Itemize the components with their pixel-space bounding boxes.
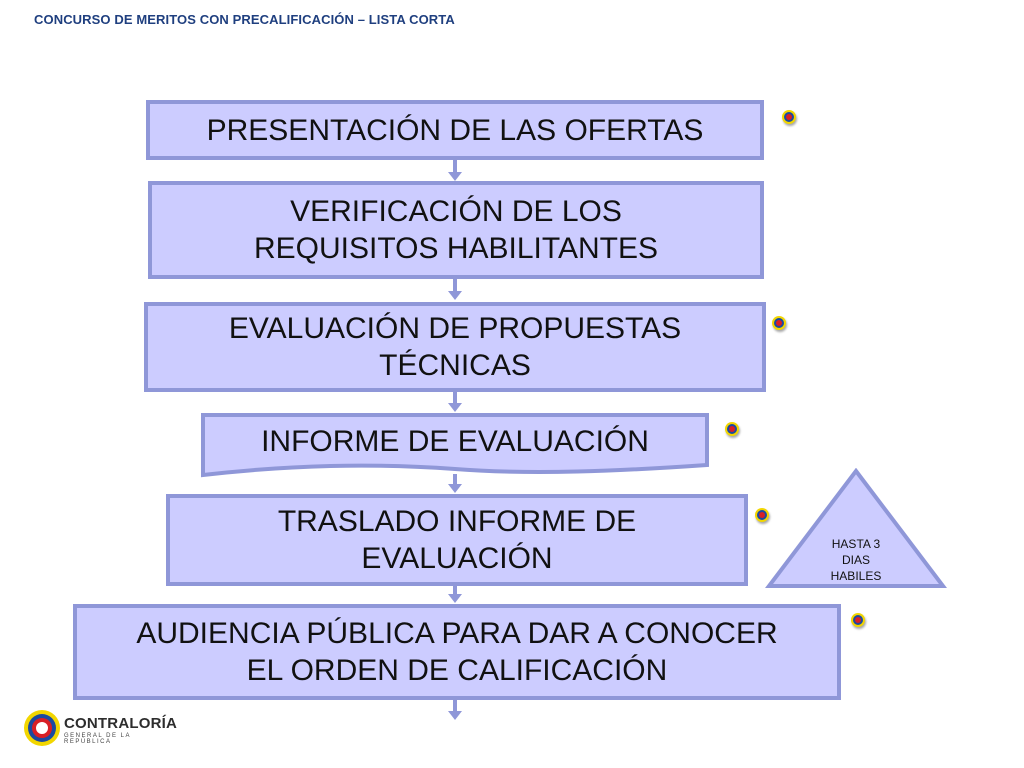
step-label-line-2: EL ORDEN DE CALIFICACIÓN bbox=[246, 654, 668, 687]
arrow-down-icon bbox=[448, 291, 462, 300]
step-label-line-1: TRASLADO INFORME DE bbox=[277, 505, 637, 538]
step-evaluacion-propuestas: EVALUACIÓN DE PROPUESTAS TÉCNICAS bbox=[144, 302, 766, 392]
bullet-icon bbox=[755, 508, 769, 522]
step-label-line-2: TÉCNICAS bbox=[379, 349, 531, 382]
page-header: CONCURSO DE MERITOS CON PRECALIFICACIÓN … bbox=[34, 12, 455, 27]
note-line-1: HASTA 3 bbox=[831, 537, 881, 551]
step-label-line-1: AUDIENCIA PÚBLICA PARA DAR A CONOCER bbox=[136, 617, 778, 650]
arrow-down-icon bbox=[448, 484, 462, 493]
step-label-line-2: EVALUACIÓN bbox=[361, 542, 553, 575]
flow-connector bbox=[453, 700, 457, 712]
flow-connector bbox=[453, 160, 457, 172]
step-informe-evaluacion: INFORME DE EVALUACIÓN bbox=[201, 413, 709, 479]
bullet-icon bbox=[851, 613, 865, 627]
flow-connector bbox=[453, 279, 457, 291]
arrow-down-icon bbox=[448, 711, 462, 720]
bullet-icon bbox=[782, 110, 796, 124]
bullet-icon bbox=[772, 316, 786, 330]
arrow-down-icon bbox=[448, 594, 462, 603]
logo-emblem-icon bbox=[24, 710, 60, 746]
flow-connector bbox=[453, 474, 457, 484]
step-label: PRESENTACIÓN DE LAS OFERTAS bbox=[206, 113, 704, 147]
contraloria-logo: CONTRALORÍA GENERAL DE LA REPÚBLICA bbox=[20, 705, 178, 751]
logo-name: CONTRALORÍA bbox=[64, 715, 178, 732]
time-limit-note: HASTA 3 DIAS HABILES bbox=[765, 468, 947, 590]
document-shape bbox=[201, 413, 709, 478]
bullet-icon bbox=[725, 422, 739, 436]
step-audiencia-publica: AUDIENCIA PÚBLICA PARA DAR A CONOCER EL … bbox=[73, 604, 841, 700]
arrow-down-icon bbox=[448, 403, 462, 412]
step-label-line-2: REQUISITOS HABILITANTES bbox=[254, 232, 658, 265]
flow-connector bbox=[453, 392, 457, 404]
arrow-down-icon bbox=[448, 172, 462, 181]
flow-connector bbox=[453, 586, 457, 594]
step-traslado-informe: TRASLADO INFORME DE EVALUACIÓN bbox=[166, 494, 748, 586]
note-line-3: HABILES bbox=[830, 569, 882, 583]
triangle-shape bbox=[765, 468, 947, 588]
step-label: INFORME DE EVALUACIÓN bbox=[261, 424, 649, 458]
logo-subtitle: GENERAL DE LA REPÚBLICA bbox=[64, 733, 131, 745]
note-line-2: DIAS bbox=[841, 553, 870, 567]
step-verificacion-requisitos: VERIFICACIÓN DE LOS REQUISITOS HABILITAN… bbox=[148, 181, 764, 279]
step-label-line-1: EVALUACIÓN DE PROPUESTAS bbox=[228, 312, 682, 345]
step-presentacion-ofertas: PRESENTACIÓN DE LAS OFERTAS bbox=[146, 100, 764, 160]
step-label-line-1: VERIFICACIÓN DE LOS bbox=[290, 195, 622, 228]
